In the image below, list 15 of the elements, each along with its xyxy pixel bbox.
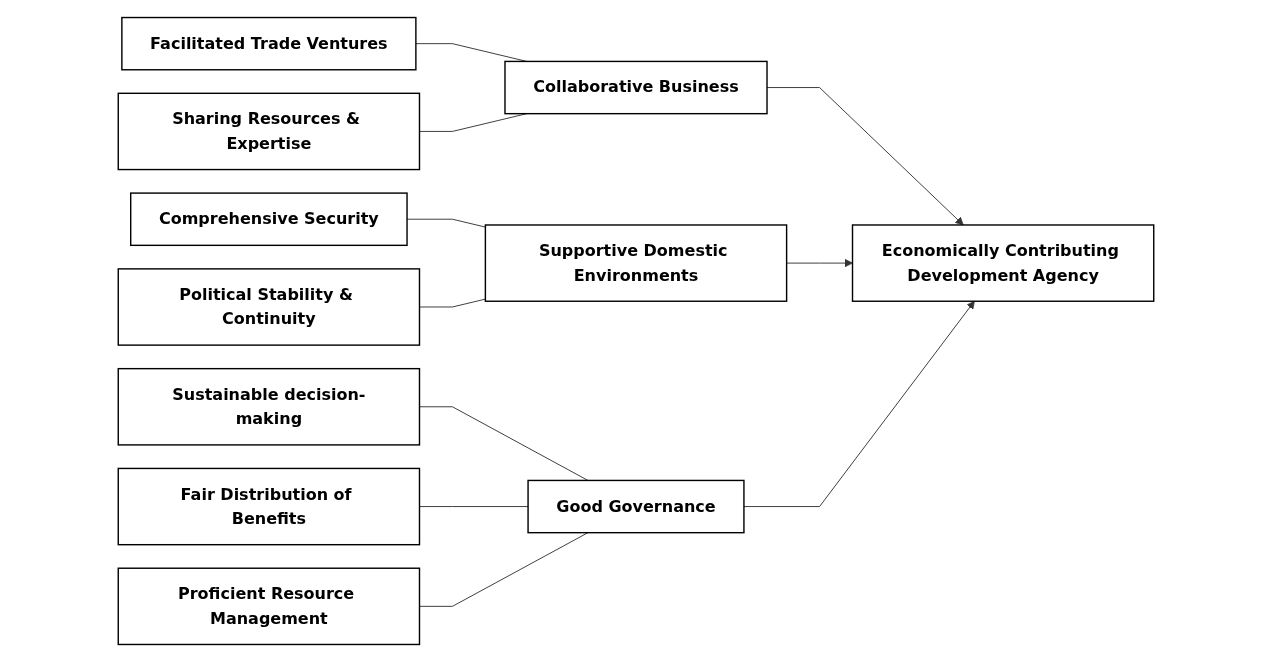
node-box: Fair Distribution of Benefits	[117, 467, 421, 546]
node-box: Political Stability & Continuity	[117, 268, 421, 346]
node-box: Facilitated Trade Ventures	[121, 16, 417, 71]
node-box: Comprehensive Security	[130, 192, 408, 247]
node-box: Good Governance	[527, 479, 745, 534]
node-box: Proficient Resource Management	[117, 567, 421, 646]
connector	[419, 506, 529, 508]
node-box: Collaborative Business	[504, 60, 768, 115]
connector	[419, 298, 486, 308]
node-box: Sharing Resources & Expertise	[117, 92, 421, 171]
node-box: Sustainable decision-making	[117, 367, 421, 446]
connector	[419, 532, 589, 607]
node-box: Economically Contributing Development Agency	[851, 224, 1155, 302]
connector	[419, 406, 589, 481]
node-box: Supportive Domestic Environments	[484, 224, 788, 302]
